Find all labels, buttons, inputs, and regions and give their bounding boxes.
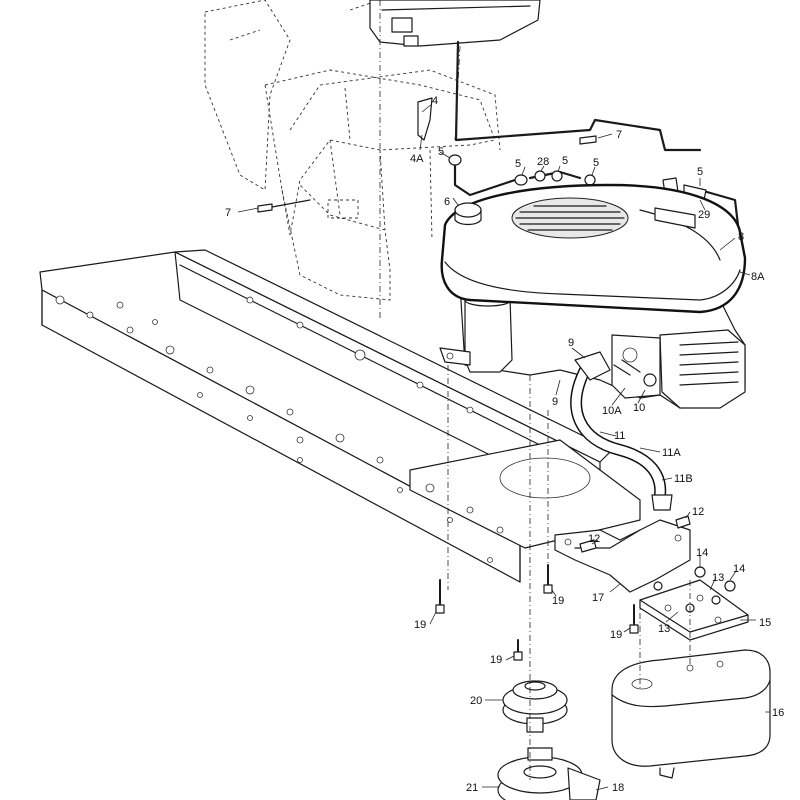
muffler-bracket bbox=[554, 519, 691, 593]
fuel-cap bbox=[454, 202, 482, 218]
exhaust-hose bbox=[570, 351, 673, 511]
callout-9: 9 bbox=[568, 337, 574, 349]
clamp-5a bbox=[448, 154, 462, 166]
callout-11A: 11A bbox=[662, 447, 681, 459]
screw-7a bbox=[579, 135, 597, 145]
callout-19: 19 bbox=[490, 654, 502, 666]
callout-7: 7 bbox=[225, 207, 231, 219]
fuel-tank bbox=[369, 0, 541, 47]
callout-5: 5 bbox=[515, 158, 521, 170]
callout-labels: 4 4A 5 5 5 5 5 28 6 7 7 29 8 8A 9 9 10 1… bbox=[225, 95, 784, 794]
callout-12: 12 bbox=[692, 506, 704, 518]
callout-4: 4 bbox=[432, 95, 438, 107]
bolts bbox=[435, 515, 736, 661]
electric-clutch bbox=[497, 747, 601, 800]
callout-5: 5 bbox=[562, 155, 568, 167]
callout-6: 6 bbox=[444, 196, 450, 208]
chassis-frame bbox=[39, 249, 641, 583]
pulley bbox=[502, 680, 568, 733]
callout-18: 18 bbox=[612, 782, 624, 794]
callout-11: 11 bbox=[614, 430, 625, 442]
clamp-5d bbox=[584, 174, 596, 186]
callout-10: 10 bbox=[633, 402, 645, 414]
callout-21: 21 bbox=[466, 782, 478, 794]
callout-9: 9 bbox=[552, 396, 558, 408]
callout-19: 19 bbox=[610, 629, 622, 641]
callout-12: 12 bbox=[588, 533, 600, 545]
centerlines bbox=[379, 0, 691, 780]
callout-19: 19 bbox=[552, 595, 564, 607]
clamp-5b bbox=[514, 174, 528, 186]
callout-11B: 11B bbox=[674, 473, 693, 485]
callout-5: 5 bbox=[593, 157, 599, 169]
callout-7: 7 bbox=[616, 129, 622, 141]
clamp-5c bbox=[551, 170, 563, 182]
callout-15: 15 bbox=[759, 617, 771, 629]
callout-14: 14 bbox=[733, 563, 745, 575]
clip-4 bbox=[417, 97, 433, 141]
callout-13: 13 bbox=[712, 572, 724, 584]
callout-14: 14 bbox=[696, 547, 708, 559]
callout-8A: 8A bbox=[751, 271, 765, 283]
callout-8: 8 bbox=[738, 231, 744, 243]
callout-16: 16 bbox=[772, 707, 784, 719]
engine bbox=[439, 183, 747, 409]
callout-13: 13 bbox=[658, 623, 670, 635]
callout-19: 19 bbox=[414, 619, 426, 631]
fitting-28 bbox=[534, 170, 546, 182]
muffler bbox=[611, 649, 771, 779]
leader-lines bbox=[237, 103, 770, 791]
callout-20: 20 bbox=[470, 695, 482, 707]
screw-7b bbox=[257, 203, 273, 213]
callout-4A: 4A bbox=[410, 153, 424, 165]
callout-10A: 10A bbox=[602, 405, 622, 417]
callout-28: 28 bbox=[537, 156, 549, 168]
callout-17: 17 bbox=[592, 592, 604, 604]
callout-5: 5 bbox=[697, 166, 703, 178]
callout-5: 5 bbox=[438, 146, 444, 158]
callout-29: 29 bbox=[698, 209, 710, 221]
